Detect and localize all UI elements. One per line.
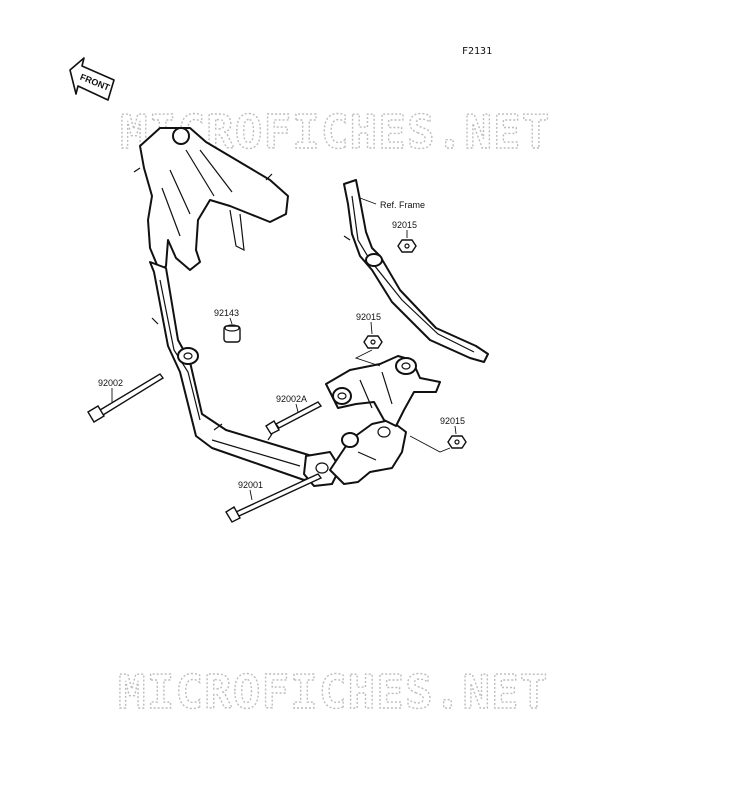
leader-92015-c <box>409 425 457 453</box>
collar-92143 <box>223 324 241 343</box>
bolt-92001 <box>225 473 323 523</box>
part-label-92015-c: 92015 <box>440 416 465 426</box>
front-arrow-icon: FRONT <box>69 57 115 101</box>
part-label-92002A: 92002A <box>276 394 307 404</box>
ref-frame-rail <box>343 179 489 363</box>
leader-92143 <box>229 317 233 325</box>
watermark-bottom: MICROFICHES.NET <box>118 665 548 719</box>
leader-92015-b <box>354 321 381 367</box>
nut-92015-b <box>363 335 383 349</box>
part-label-92143: 92143 <box>214 308 239 318</box>
leader-92002A <box>295 403 299 413</box>
figure-code: F2131 <box>462 46 492 57</box>
part-label-92015-a: 92015 <box>392 220 417 230</box>
ref-frame-label: Ref. Frame <box>380 200 425 210</box>
main-frame <box>133 127 341 487</box>
part-label-92001: 92001 <box>238 480 263 490</box>
nut-92015-a <box>397 239 417 253</box>
bolt-92002A <box>265 401 323 435</box>
leader-ref-frame <box>359 197 377 205</box>
part-label-92015-b: 92015 <box>356 312 381 322</box>
part-label-92002: 92002 <box>98 378 123 388</box>
nut-92015-c <box>447 435 467 449</box>
engine-bracket <box>325 355 441 485</box>
bolt-92002 <box>87 373 165 423</box>
leader-92001 <box>249 489 253 501</box>
